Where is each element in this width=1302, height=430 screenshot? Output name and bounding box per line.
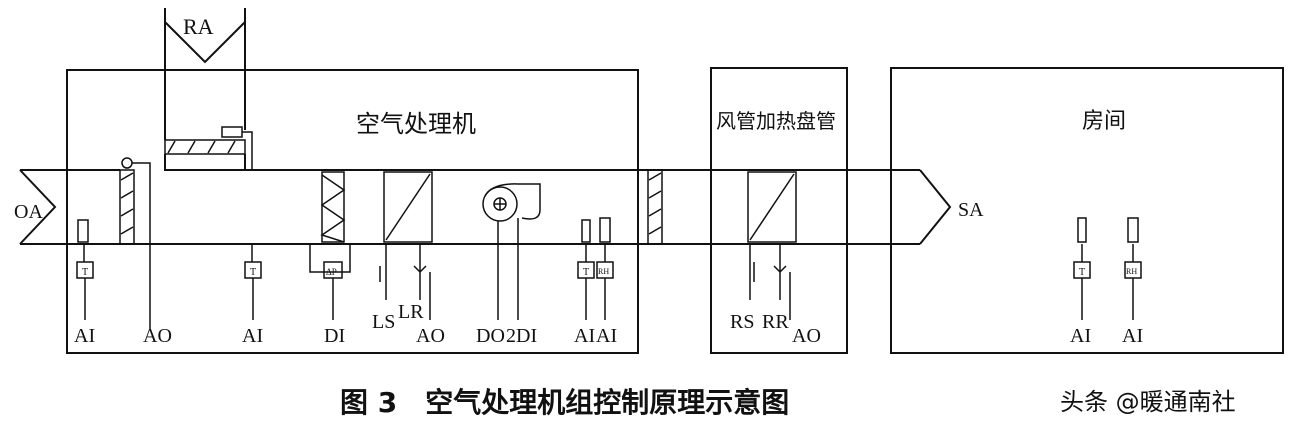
point-label: AI [242, 325, 263, 347]
figure-caption: 图 3 空气处理机组控制原理示意图 [340, 386, 789, 419]
point-label: 2DI [506, 325, 537, 347]
svg-text:RH: RH [1126, 267, 1137, 276]
duct-coil-box [710, 67, 848, 354]
temp-sensor-oa: T [76, 244, 94, 320]
svg-text:T: T [250, 267, 256, 278]
sensor-probes [77, 217, 1139, 243]
return-air-damper [164, 126, 253, 170]
svg-text:T: T [82, 267, 88, 278]
humidity-sensor-room: RH [1124, 244, 1142, 320]
duct-coil-title: 风管加热盘管 [716, 109, 836, 133]
svg-text:T: T [1079, 267, 1085, 278]
point-label: AI [1122, 325, 1143, 347]
svg-text:T: T [583, 267, 589, 278]
point-labels: AI AO AI DI LS LR AO DO 2DI AI AI RS RR … [74, 301, 1143, 347]
temp-sensor-mixed: T [244, 244, 262, 320]
svg-text:RH: RH [598, 267, 609, 276]
point-label: AI [596, 325, 617, 347]
discharge-damper [647, 169, 663, 245]
temp-sensor-room: T [1073, 244, 1091, 320]
watermark: 头条 @暖通南社 [1060, 388, 1236, 416]
ahu-title: 空气处理机 [356, 110, 476, 138]
fan-control [497, 218, 519, 320]
room-title: 房间 [1082, 109, 1126, 134]
point-label: RR [762, 311, 789, 333]
temp-sensor-supply: T [577, 244, 595, 320]
point-label: AI [74, 325, 95, 347]
filter [309, 171, 351, 279]
supply-fan [482, 183, 541, 222]
point-label: LS [372, 311, 395, 333]
point-label: AI [574, 325, 595, 347]
point-label: AO [416, 325, 445, 347]
point-label: LR [398, 301, 424, 323]
coil-valve-duct [749, 244, 791, 320]
svg-text:ΔP: ΔP [326, 267, 337, 277]
main-duct: OA SA [14, 154, 984, 245]
humidity-sensor-supply: RH [596, 244, 614, 320]
dp-switch-filter: ΔP [326, 267, 337, 320]
duct-heating-coil [747, 171, 797, 243]
point-label: AI [1070, 325, 1091, 347]
return-air-label: RA [183, 14, 214, 39]
return-air-duct: RA [164, 8, 246, 140]
point-label: RS [730, 311, 754, 333]
point-label: AO [792, 325, 821, 347]
point-label: DI [324, 325, 345, 347]
outdoor-air-damper [119, 157, 151, 330]
ahu-coil [383, 171, 433, 243]
ahu-box [66, 69, 639, 354]
point-label: AO [143, 325, 172, 347]
point-label: DO [476, 325, 505, 347]
coil-valve-ahu [379, 244, 431, 320]
supply-air-label: SA [958, 199, 984, 221]
outdoor-air-label: OA [14, 201, 43, 223]
room-box [890, 67, 1284, 354]
